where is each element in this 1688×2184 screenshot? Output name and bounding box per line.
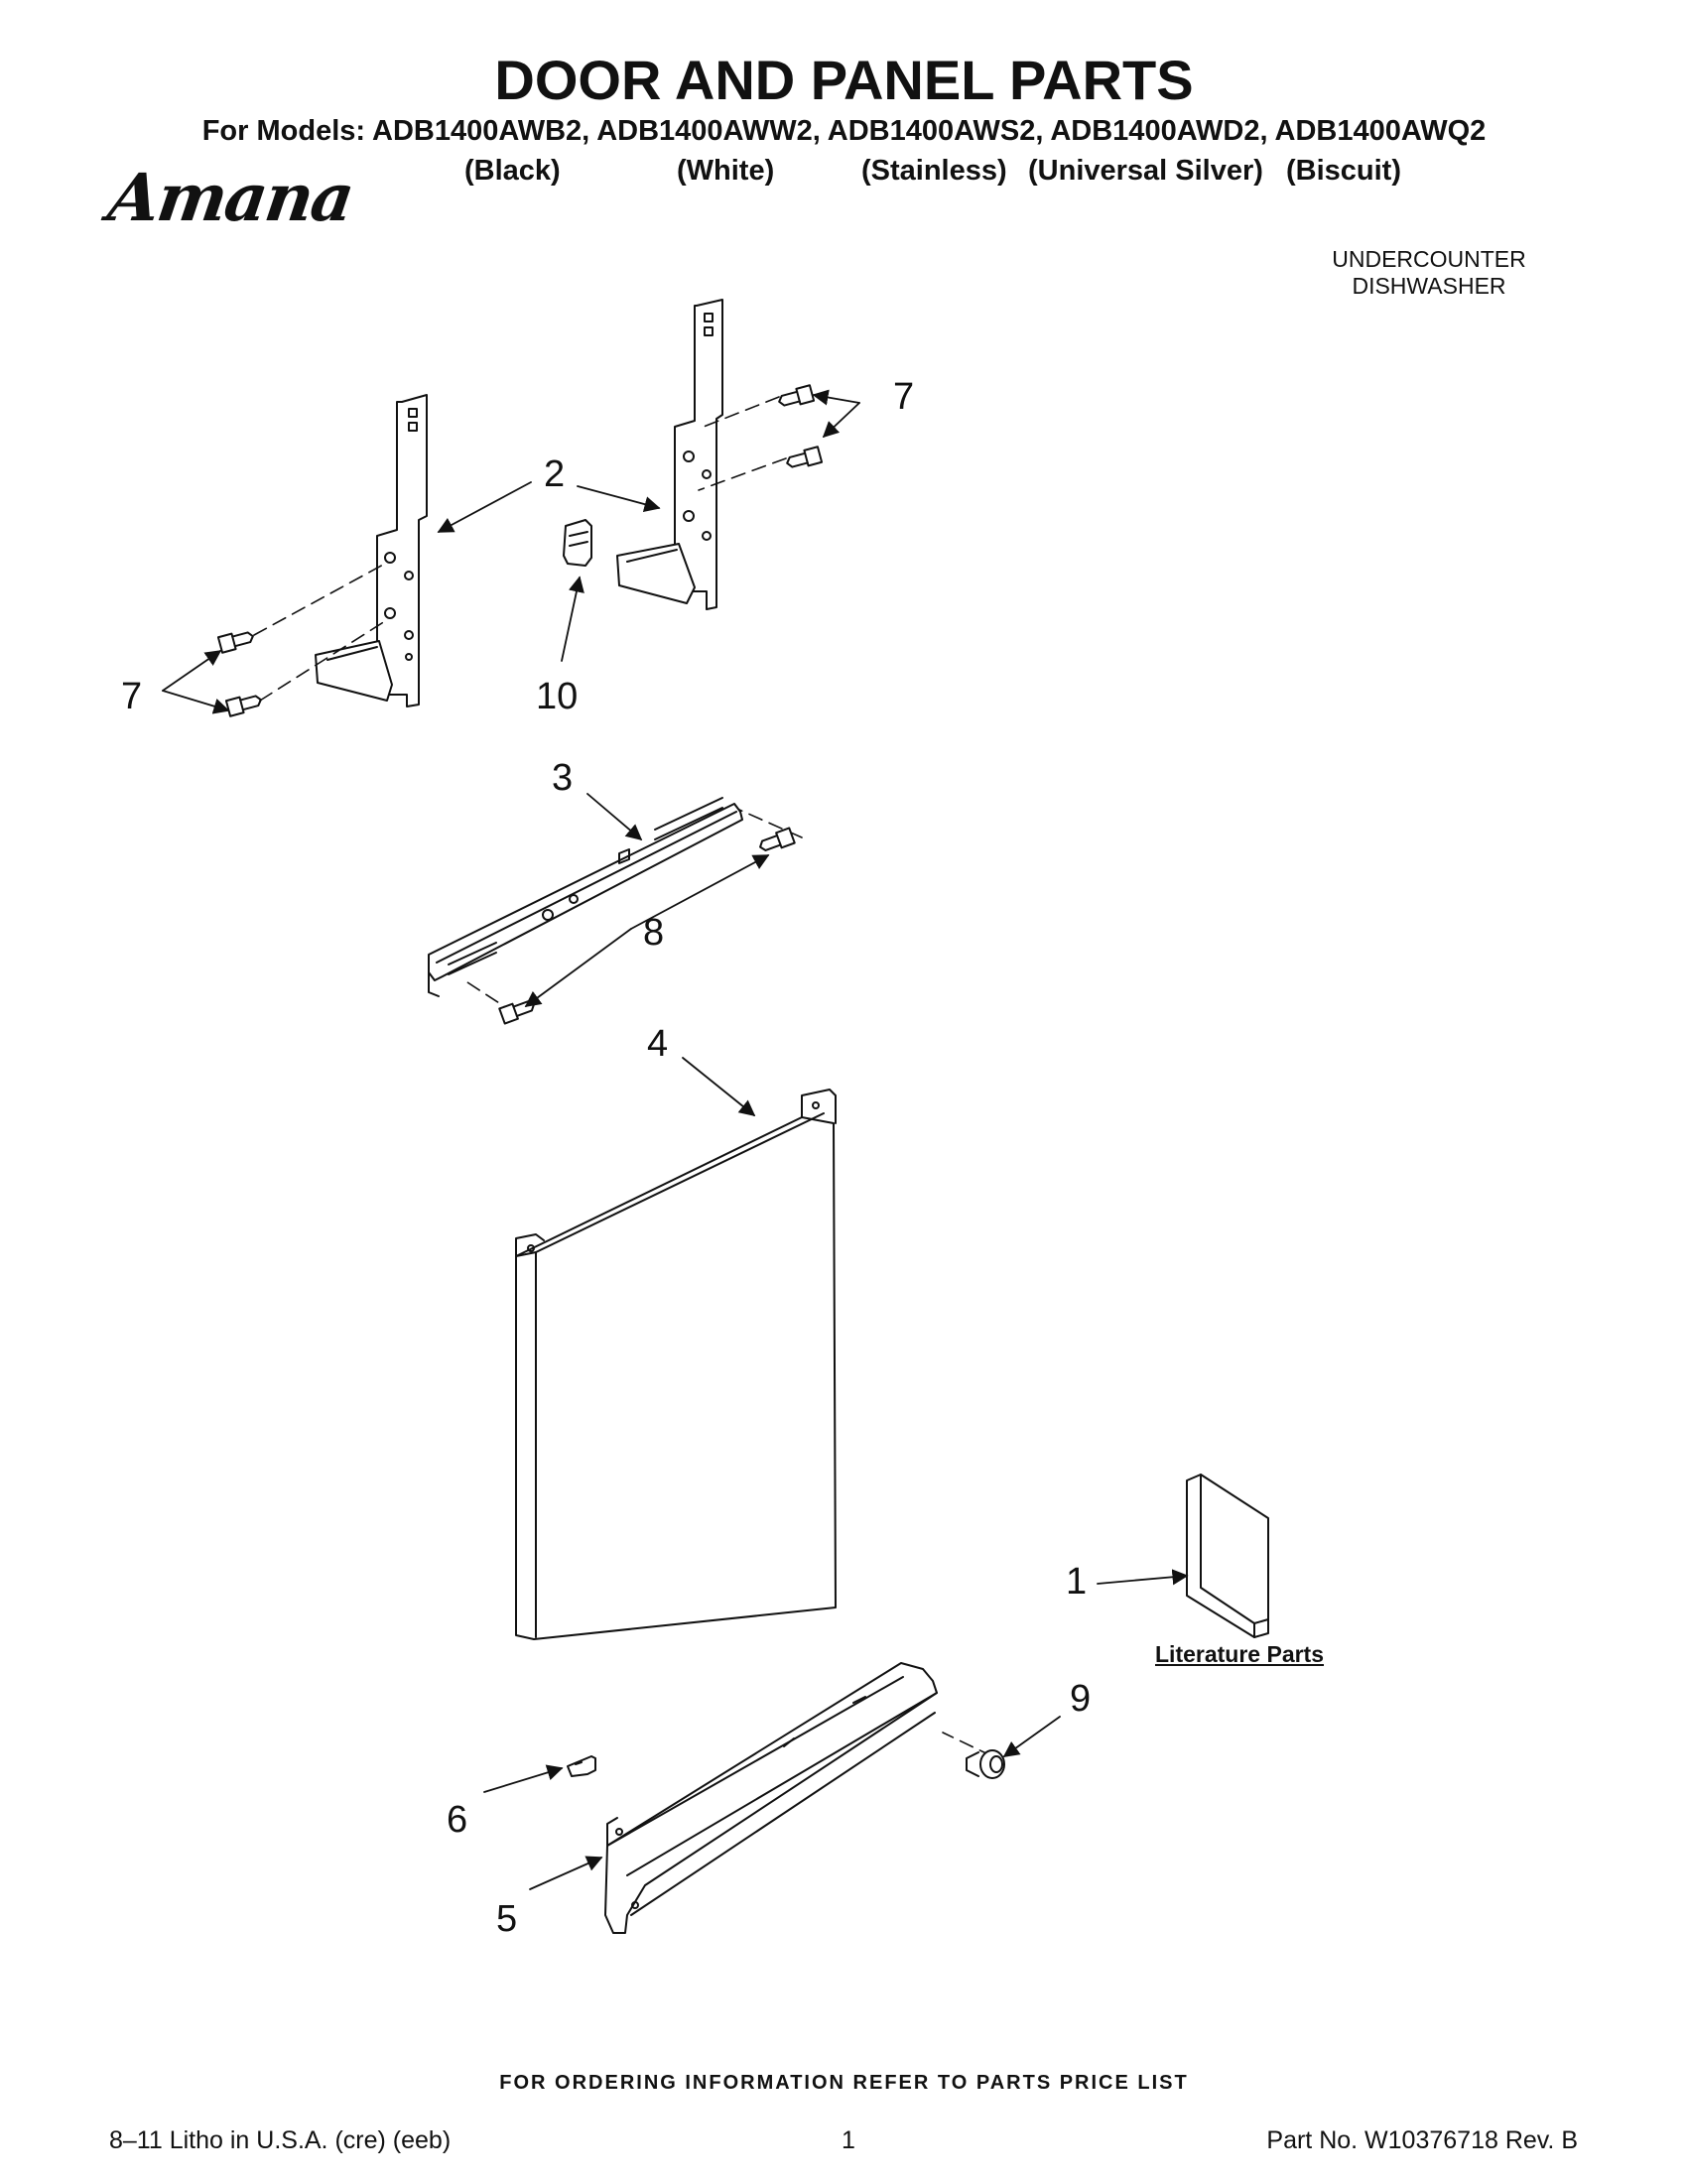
part-5-toe-panel	[604, 1662, 938, 1934]
part-10-clip	[563, 519, 592, 567]
part-number: Part No. W10376718 Rev. B	[1266, 2126, 1578, 2154]
screws-part-7	[216, 384, 824, 717]
product-type-line-1: UNDERCOUNTER	[1332, 246, 1526, 272]
part-3-mounting-bracket	[428, 797, 743, 997]
screws-part-8	[498, 827, 796, 1025]
product-type: UNDERCOUNTER DISHWASHER	[1250, 246, 1608, 300]
callout-labels: 2 7 7 10 3 8 4 1 9 6 5	[121, 376, 1091, 1940]
callout-1: 1	[1066, 1561, 1087, 1603]
callout-7-upper: 7	[893, 376, 914, 418]
product-type-line-2: DISHWASHER	[1352, 273, 1506, 299]
variant-black: (Black)	[464, 155, 561, 187]
left-hinge-bracket	[315, 394, 428, 707]
callout-3: 3	[552, 757, 573, 799]
callout-8: 8	[643, 912, 664, 954]
ordering-note: FOR ORDERING INFORMATION REFER TO PARTS …	[499, 2072, 1189, 2094]
leader-arrows	[162, 389, 1189, 1890]
callout-4: 4	[647, 1023, 668, 1065]
models-line: For Models: ADB1400AWB2, ADB1400AWW2, AD…	[201, 115, 1487, 147]
variant-biscuit: (Biscuit)	[1286, 155, 1401, 187]
callout-5: 5	[496, 1898, 517, 1940]
variant-universal-silver: (Universal Silver)	[1028, 155, 1263, 187]
part-6-clip	[567, 1755, 596, 1777]
callout-9: 9	[1070, 1678, 1091, 1720]
page-number: 1	[842, 2126, 855, 2154]
litho-info: 8–11 Litho in U.S.A. (cre) (eeb)	[109, 2126, 452, 2154]
callout-6: 6	[447, 1799, 467, 1841]
callout-10: 10	[536, 676, 578, 717]
variant-stainless: (Stainless)	[861, 155, 1007, 187]
part-1-literature-book	[1186, 1474, 1269, 1638]
callout-2: 2	[544, 453, 565, 495]
right-hinge-bracket	[616, 299, 723, 610]
part-4-door-panel	[515, 1089, 837, 1640]
page-title: DOOR AND PANEL PARTS	[494, 49, 1194, 111]
variant-white: (White)	[677, 155, 775, 187]
callout-7-lower: 7	[121, 676, 142, 717]
part-9-fastener	[966, 1749, 1005, 1779]
literature-parts-label: Literature Parts	[1155, 1641, 1325, 1667]
